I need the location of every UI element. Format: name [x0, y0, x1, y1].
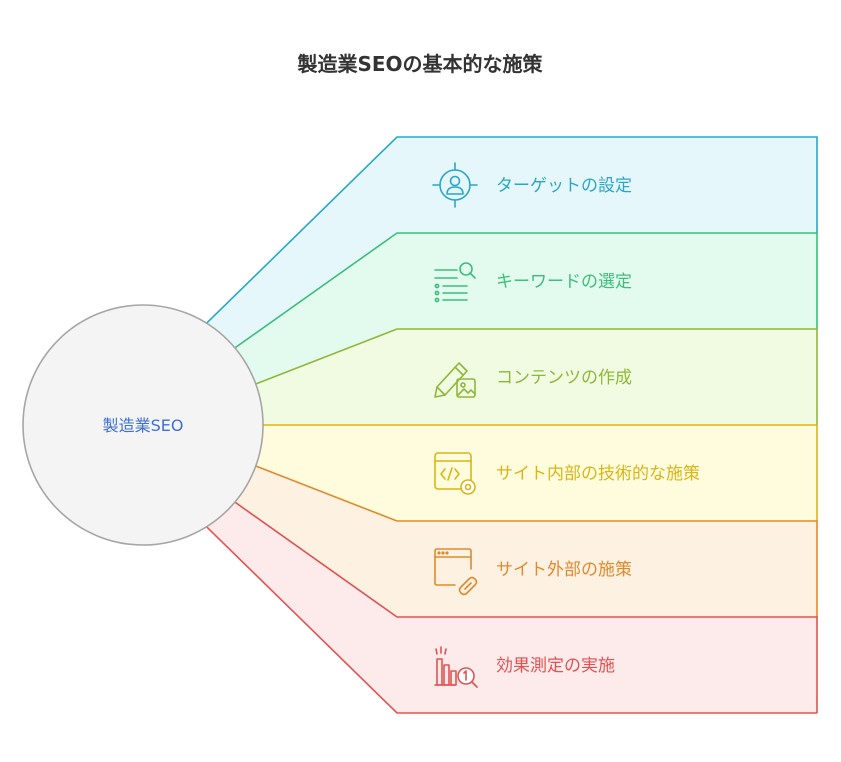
center-hub: 製造業SEO	[22, 304, 264, 546]
band-6	[206, 502, 817, 713]
center-label: 製造業SEO	[103, 416, 184, 435]
target-user-icon	[432, 162, 478, 208]
item-label-3: コンテンツの作成	[496, 368, 632, 388]
band-outline-bottom	[206, 526, 817, 714]
chart-magnifier-icon	[434, 646, 478, 688]
item-label-6: 効果測定の実施	[496, 656, 615, 676]
item-labels: ターゲットの設定キーワードの選定コンテンツの作成サイト内部の技術的な施策サイト外…	[496, 176, 700, 676]
band-5	[234, 466, 817, 617]
band-1	[206, 137, 817, 348]
code-gear-icon	[434, 452, 476, 495]
item-label-2: キーワードの選定	[496, 272, 632, 292]
item-icons	[432, 162, 478, 688]
band-outline-6	[234, 501, 818, 713]
item-label-1: ターゲットの設定	[496, 176, 632, 196]
band-3	[255, 329, 817, 425]
item-label-4: サイト内部の技術的な施策	[496, 464, 700, 484]
pencil-image-icon	[434, 362, 476, 398]
band-outline-1	[206, 136, 818, 324]
band-4	[255, 425, 817, 521]
browser-link-icon	[434, 548, 478, 596]
band-outline-3	[255, 328, 818, 425]
band-outline-4	[263, 424, 818, 521]
item-bands	[206, 136, 818, 714]
diagram-title: 製造業SEOの基本的な施策	[297, 52, 543, 76]
band-outline-2	[234, 232, 818, 349]
item-label-5: サイト外部の施策	[496, 560, 632, 580]
band-2	[234, 233, 817, 384]
keyword-search-list-icon	[434, 262, 476, 303]
band-outline-5	[255, 465, 818, 617]
center-circle	[22, 304, 264, 546]
